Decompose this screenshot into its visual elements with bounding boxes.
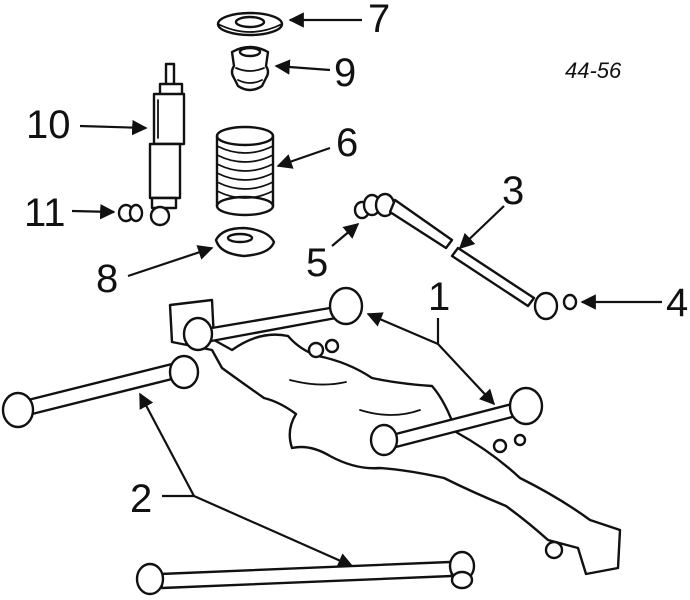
lower-spring-insulator [214, 226, 276, 258]
lateral-control-rod [353, 192, 578, 321]
callout-7: 7 [368, 0, 390, 41]
callout-3: 3 [502, 169, 524, 213]
callout-8: 8 [96, 257, 118, 301]
callout-9: 9 [334, 51, 356, 95]
callout-1: 1 [428, 275, 450, 319]
callout-11: 11 [24, 191, 66, 235]
callout-2: 2 [130, 477, 152, 521]
figure-reference-code: 44-56 [565, 58, 622, 83]
upper-control-arms [182, 286, 544, 457]
shock-bushings [117, 203, 144, 223]
shock-absorber [148, 62, 186, 227]
callout-10: 10 [26, 103, 71, 147]
callout-5: 5 [306, 241, 328, 285]
leader-lines [71, 12, 662, 568]
coil-spring [215, 125, 275, 217]
callout-4: 4 [666, 281, 688, 325]
upper-spring-seat [216, 11, 284, 37]
callout-numbers: 7 9 10 6 11 3 5 8 4 1 2 [24, 0, 688, 521]
bump-stopper [230, 45, 270, 92]
callout-6: 6 [336, 121, 358, 165]
